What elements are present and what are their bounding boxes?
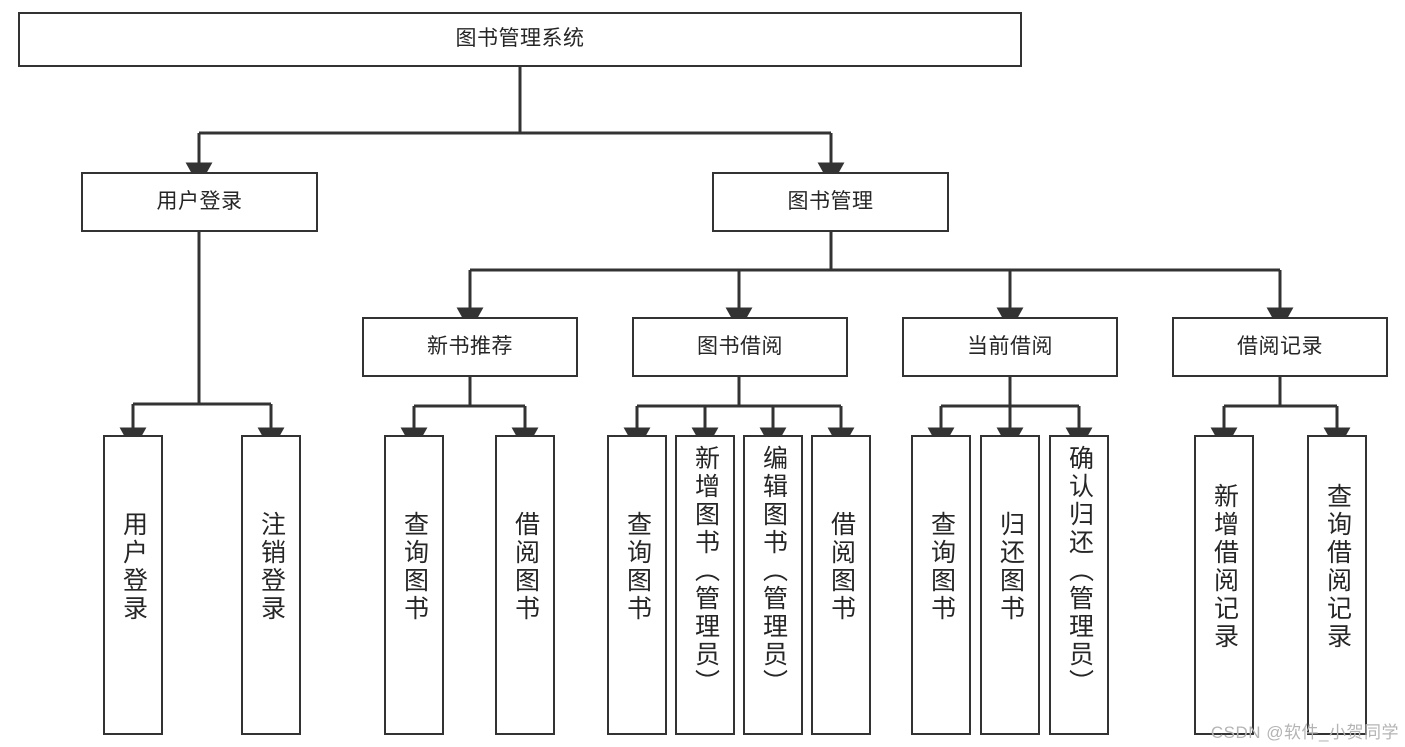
node-label: 图书管理系统 [455,27,585,51]
node-leaf-user-login[interactable]: 用户登录 [103,435,163,735]
node-leaf-return-book[interactable]: 归还图书 [980,435,1040,735]
node-label: 借阅记录 [1237,334,1323,358]
node-leaf-query-book-current[interactable]: 查询图书 [911,435,971,735]
node-label: 图书借阅 [697,334,783,358]
node-label: 借阅图书 [511,511,540,623]
node-leaf-user-logout[interactable]: 注销登录 [241,435,301,735]
node-leaf-query-book-borrow[interactable]: 查询图书 [607,435,667,735]
node-leaf-query-borrow-record[interactable]: 查询借阅记录 [1307,435,1367,735]
node-leaf-add-borrow-record[interactable]: 新增借阅记录 [1194,435,1254,735]
node-current-borrow[interactable]: 当前借阅 [902,317,1118,377]
node-book-borrow[interactable]: 图书借阅 [632,317,848,377]
node-leaf-add-book-admin[interactable]: 新增图书（管理员） [675,435,735,735]
node-label: 新增图书（管理员） [691,445,720,697]
node-label: 注销登录 [257,511,286,623]
node-borrow-record[interactable]: 借阅记录 [1172,317,1388,377]
node-label: 查询图书 [623,511,652,623]
node-label: 新书推荐 [427,334,513,358]
node-label: 确认归还（管理员） [1065,445,1094,697]
node-label: 查询借阅记录 [1323,483,1352,651]
node-label: 归还图书 [996,511,1025,623]
node-label: 新增借阅记录 [1210,483,1239,651]
node-label: 当前借阅 [967,334,1053,358]
node-leaf-query-book-recommend[interactable]: 查询图书 [384,435,444,735]
node-leaf-borrow-book[interactable]: 借阅图书 [811,435,871,735]
node-book-management[interactable]: 图书管理 [712,172,949,232]
node-label: 编辑图书（管理员） [759,445,788,697]
node-new-book-recommend[interactable]: 新书推荐 [362,317,578,377]
node-label: 图书管理 [787,189,874,213]
node-leaf-borrow-book-recommend[interactable]: 借阅图书 [495,435,555,735]
node-label: 查询图书 [927,511,956,623]
node-leaf-confirm-return-admin[interactable]: 确认归还（管理员） [1049,435,1109,735]
csdn-watermark: CSDN @软件_小贺同学 [1210,723,1399,742]
node-label: 用户登录 [156,189,243,213]
node-label: 用户登录 [119,511,148,623]
node-leaf-edit-book-admin[interactable]: 编辑图书（管理员） [743,435,803,735]
node-root-book-management-system[interactable]: 图书管理系统 [18,12,1022,67]
node-label: 查询图书 [400,511,429,623]
node-user-login[interactable]: 用户登录 [81,172,318,232]
node-label: 借阅图书 [827,511,856,623]
